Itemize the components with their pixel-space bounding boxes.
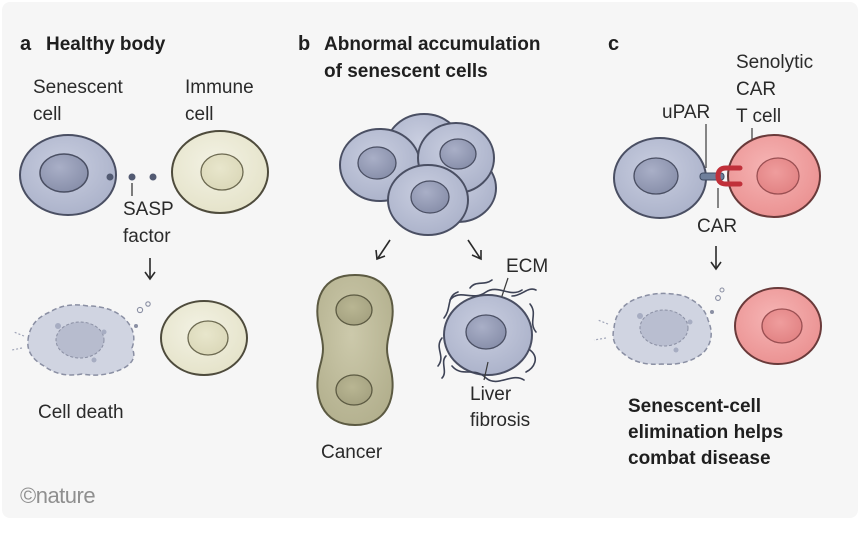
tcell-label-line2: CAR xyxy=(736,79,776,100)
nature-logo: ©nature xyxy=(20,483,95,508)
panel-a-letter: a xyxy=(20,33,32,55)
panel-b-title-line2: of senescent cells xyxy=(324,61,488,82)
sasp-label-line2: factor xyxy=(123,226,171,247)
dying-cell-a xyxy=(11,301,151,376)
fibrotic-cell xyxy=(437,279,537,383)
panel-a-title: Healthy body xyxy=(46,34,166,55)
senescent-label-line2: cell xyxy=(33,104,62,125)
fibrosis-pointer xyxy=(483,361,489,381)
immune-cell-a xyxy=(171,130,269,214)
senescent-cell-a xyxy=(19,134,117,216)
arrow-down-icon xyxy=(144,258,156,281)
panel-b-title-line1: Abnormal accumulation xyxy=(324,34,540,55)
cell-death-label: Cell death xyxy=(38,402,124,423)
conclusion-line2: elimination helps xyxy=(628,422,783,443)
ecm-label: ECM xyxy=(506,256,548,277)
fibrosis-label-line1: Liver xyxy=(470,384,512,405)
senescent-label-line1: Senescent xyxy=(33,77,124,98)
tcell-label-line1: Senolytic xyxy=(736,52,813,73)
arrow-down-c-icon xyxy=(710,246,722,271)
conclusion-line1: Senescent-cell xyxy=(628,396,761,417)
panel-c: c Senolytic CAR T cell uPAR CAR xyxy=(593,33,822,469)
immune-label-line1: Immune xyxy=(185,77,254,98)
car-tcell xyxy=(727,134,821,218)
tcell-label-line3: T cell xyxy=(736,106,781,127)
immune-label-line2: cell xyxy=(185,104,214,125)
arrow-to-cancer-icon xyxy=(375,239,391,261)
panel-b-letter: b xyxy=(298,33,310,55)
senescent-cell-cluster xyxy=(339,113,497,236)
dying-senescent-cell-c xyxy=(593,287,725,366)
conclusion-line3: combat disease xyxy=(628,448,771,469)
car-label: CAR xyxy=(697,216,737,237)
sasp-label-line1: SASP xyxy=(123,199,174,220)
fibrosis-label-line2: fibrosis xyxy=(470,410,530,431)
cancer-label: Cancer xyxy=(321,442,383,463)
immune-cell-a-lower xyxy=(160,300,248,376)
panel-b: b Abnormal accumulation of senescent cel… xyxy=(298,33,548,463)
sasp-factor-dots xyxy=(106,173,157,196)
car-tcell-lower xyxy=(734,287,822,365)
cancer-cell xyxy=(316,273,394,427)
upar-car-binding xyxy=(699,165,743,187)
senescent-cell-c xyxy=(613,137,707,219)
panel-c-letter: c xyxy=(608,33,619,55)
arrow-to-fibrosis-icon xyxy=(467,239,482,261)
upar-label: uPAR xyxy=(662,102,710,123)
panel-a: a Healthy body Senescent cell Immune cel… xyxy=(11,33,269,423)
